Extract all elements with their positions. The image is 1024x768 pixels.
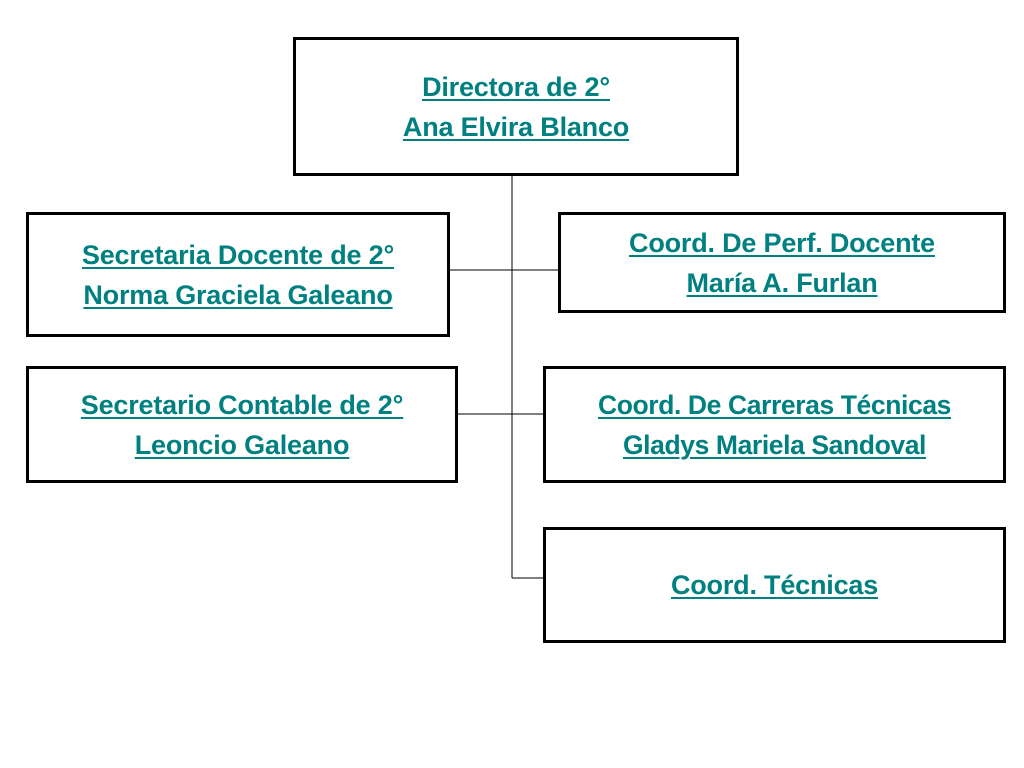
coord-carreras-tecnicas-role-link[interactable]: Coord. De Carreras Técnicas (598, 389, 951, 420)
director-role-link[interactable]: Directora de 2° (422, 71, 610, 102)
coord-perf-docente-role-link[interactable]: Coord. De Perf. Docente (629, 227, 935, 258)
secretaria-docente-role-link[interactable]: Secretaria Docente de 2° (81, 239, 395, 270)
secretario-contable-name-link[interactable]: Leoncio Galeano (134, 429, 350, 460)
coord-carreras-tecnicas-box: Coord. De Carreras Técnicas Gladys Marie… (543, 366, 1006, 483)
coord-tecnicas-box: Coord. Técnicas (543, 527, 1006, 643)
secretario-contable-box: Secretario Contable de 2° Leoncio Galean… (26, 366, 458, 483)
secretaria-docente-name-link[interactable]: Norma Graciela Galeano (83, 279, 393, 310)
director-name-link[interactable]: Ana Elvira Blanco (402, 111, 630, 142)
coord-perf-docente-name-link[interactable]: María A. Furlan (686, 267, 878, 298)
coord-perf-docente-box: Coord. De Perf. Docente María A. Furlan (558, 212, 1006, 313)
coord-carreras-tecnicas-name-link[interactable]: Gladys Mariela Sandoval (622, 429, 927, 460)
secretario-contable-role-link[interactable]: Secretario Contable de 2° (80, 389, 404, 420)
secretaria-docente-box: Secretaria Docente de 2° Norma Graciela … (26, 212, 450, 337)
director-box: Directora de 2° Ana Elvira Blanco (293, 37, 739, 176)
coord-tecnicas-role-link[interactable]: Coord. Técnicas (670, 570, 879, 600)
